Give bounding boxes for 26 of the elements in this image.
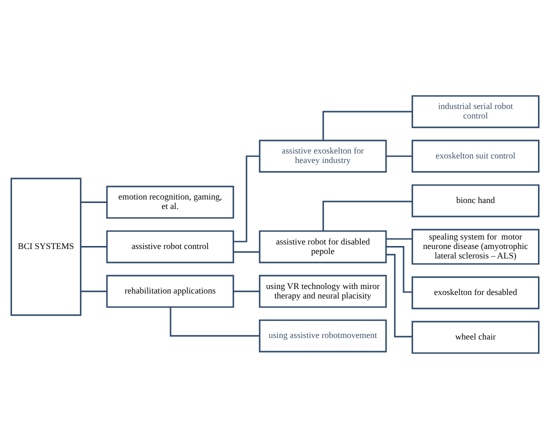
node-box: using assistive robotmovement bbox=[258, 318, 387, 352]
connector bbox=[386, 253, 412, 337]
connector bbox=[170, 306, 260, 336]
connector bbox=[80, 201, 107, 202]
node-box: assistive exoskelton for heavey industry bbox=[258, 139, 387, 172]
node-box: emotion recognition, gaming, et al. bbox=[106, 185, 234, 218]
connector bbox=[386, 154, 412, 156]
node-box: exoskelton for desabled bbox=[412, 276, 540, 309]
node-box: BCI SYSTEMS bbox=[10, 177, 82, 316]
node-box: wheel chair bbox=[412, 320, 540, 354]
node-box: assistive robot control bbox=[106, 230, 234, 263]
connector bbox=[233, 290, 260, 292]
node-box: exoskelton suit control bbox=[412, 139, 540, 172]
node-box: bionc hand bbox=[412, 184, 540, 217]
connector bbox=[322, 200, 412, 230]
connector bbox=[386, 238, 412, 240]
node-box: using VR technology with miror therapy and neural placisity bbox=[258, 274, 387, 308]
connector bbox=[322, 110, 412, 140]
connector bbox=[386, 246, 412, 292]
connector bbox=[233, 250, 260, 252]
connector bbox=[80, 246, 107, 247]
node-box: assistive robot for disabled pepole bbox=[258, 230, 387, 263]
node-box: rehabilitation applications bbox=[106, 274, 234, 308]
node-box: spealing system for motor neurone disease (amyotrophic lateral sclerosis – ALS) bbox=[412, 228, 540, 264]
connector bbox=[80, 290, 107, 292]
node-box: industrial serial robot control bbox=[412, 94, 540, 128]
